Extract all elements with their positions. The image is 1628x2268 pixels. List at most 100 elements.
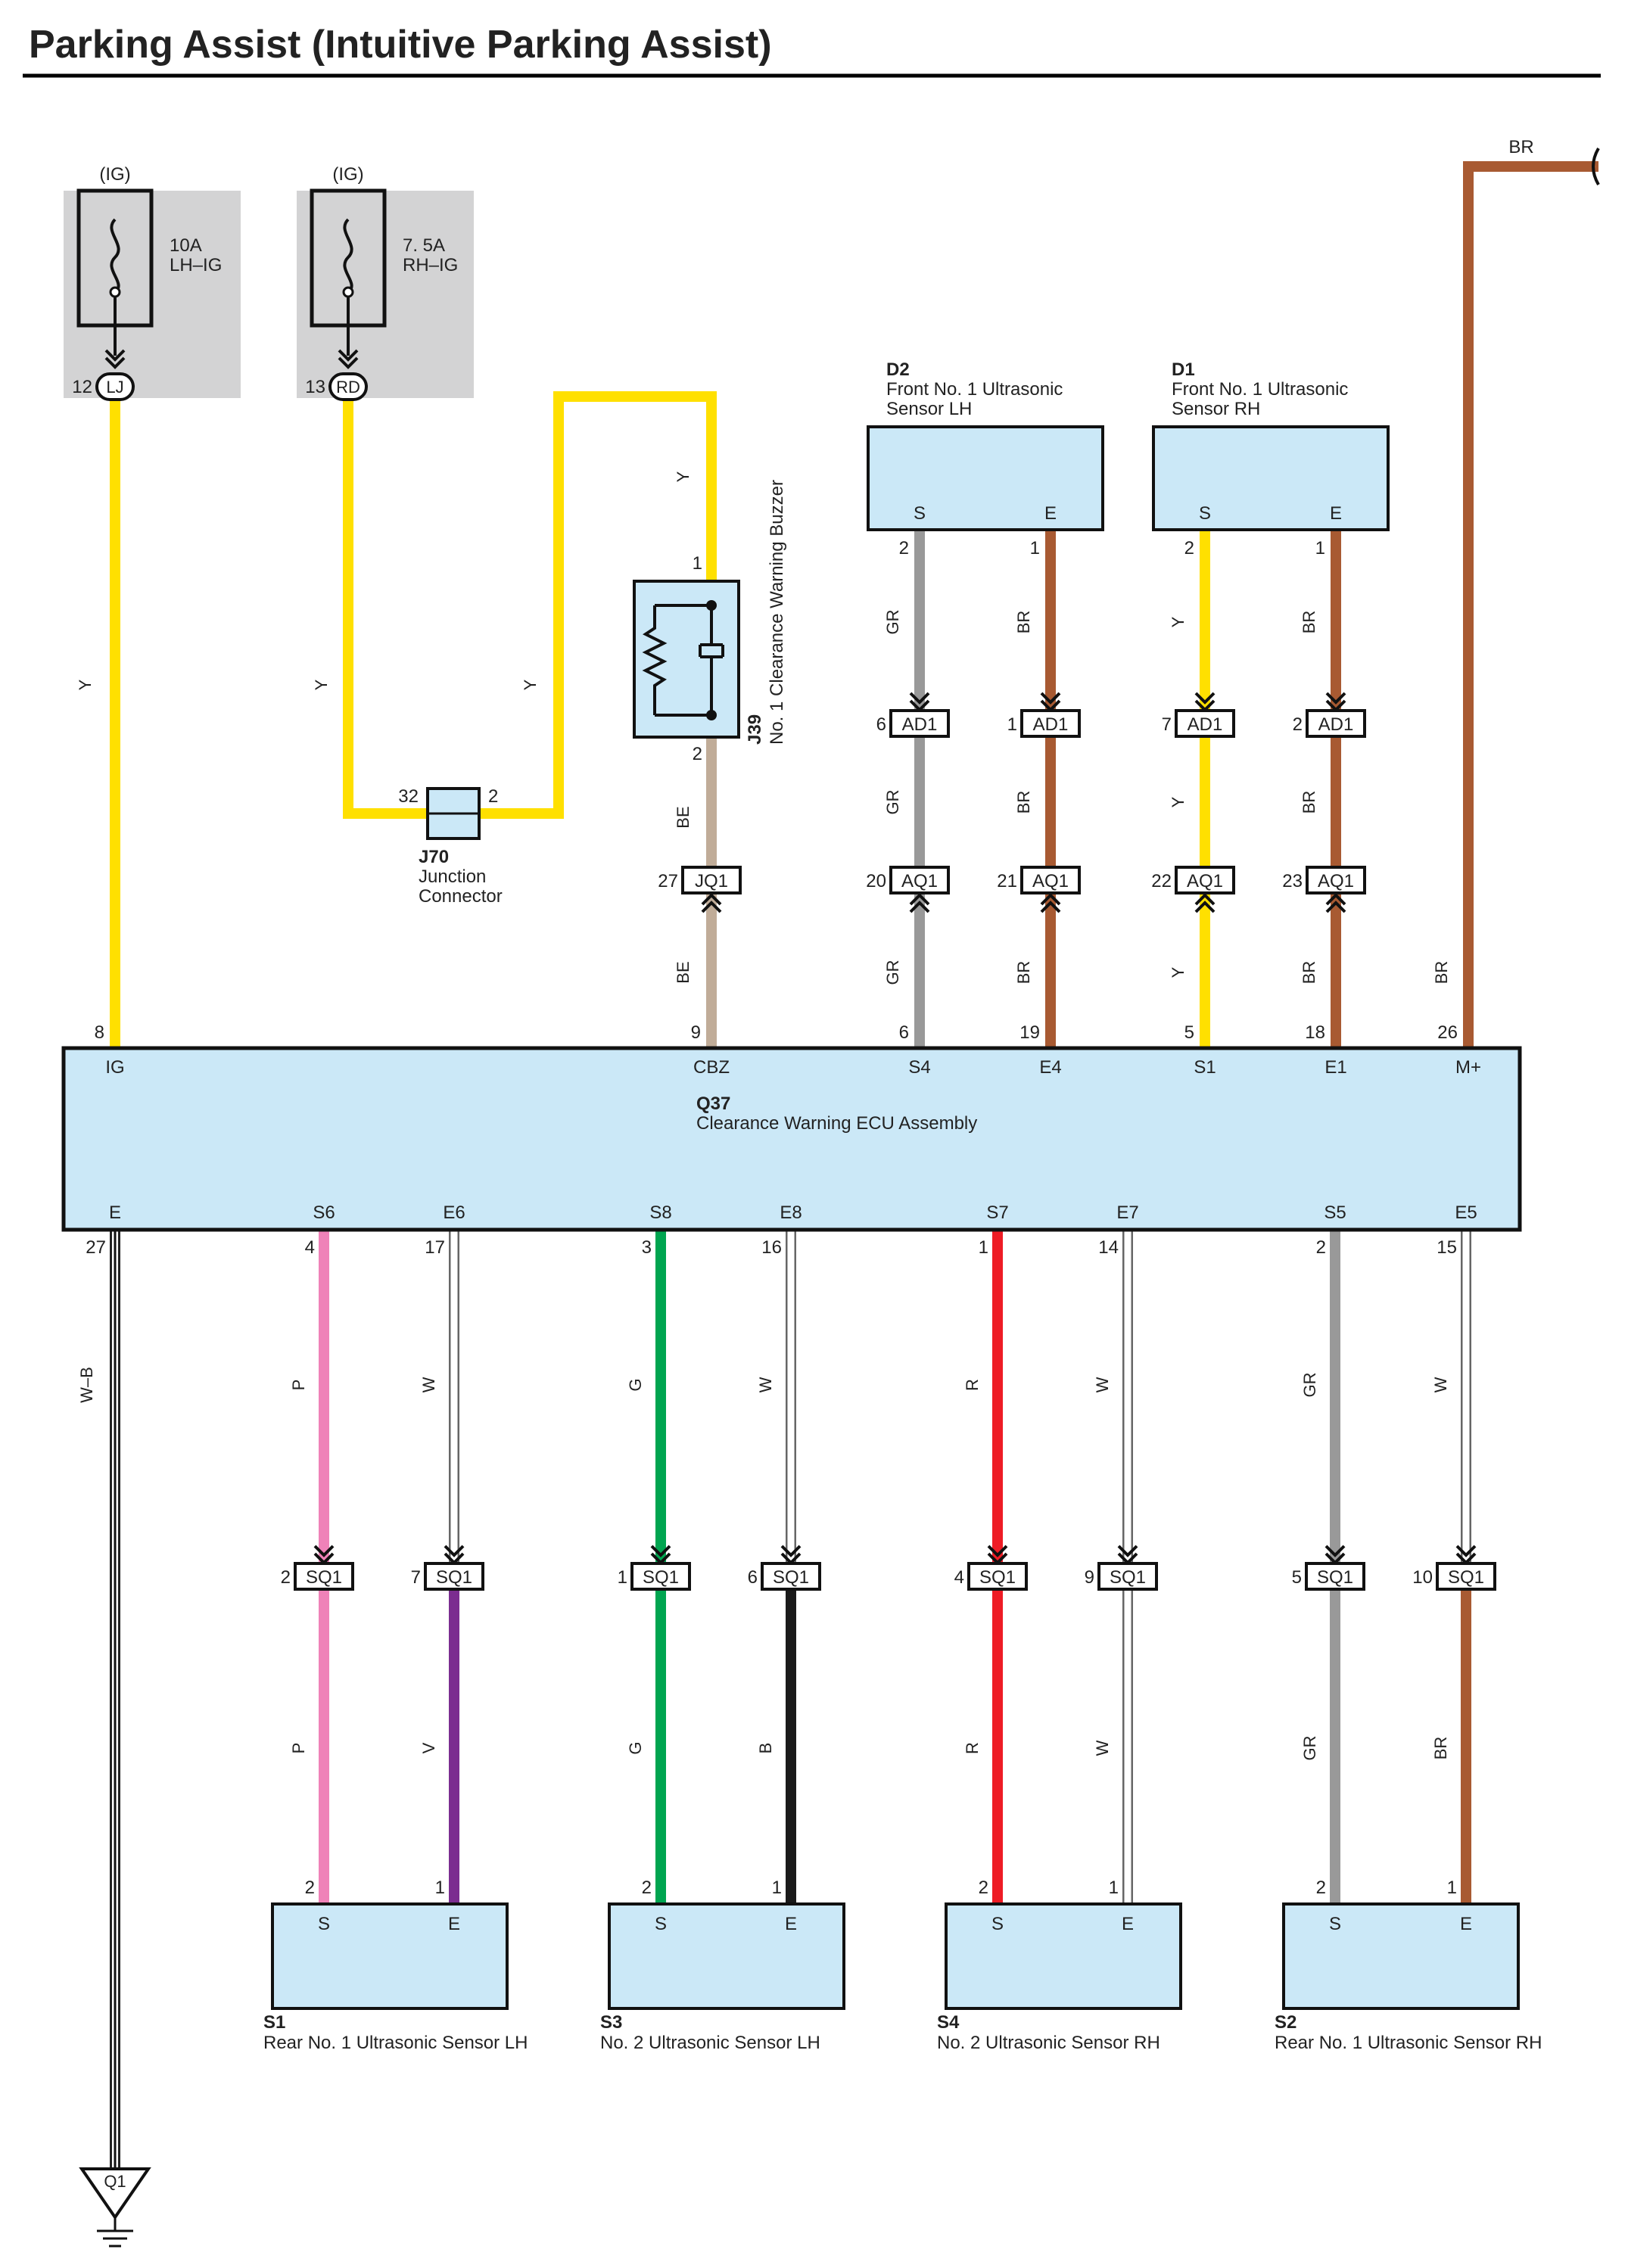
fuse-arrow	[338, 349, 359, 369]
rear-sensor-terminal: E	[1122, 1914, 1134, 1934]
chevron	[104, 356, 126, 369]
rear-sensor-pin: 2	[1316, 1878, 1326, 1898]
fuse-connector-oval	[328, 372, 368, 401]
junction-name-line2: Connector	[419, 886, 503, 907]
aq1-arrow	[1040, 893, 1061, 913]
connector-ad1-pin: 2	[1293, 714, 1303, 735]
ecu-terminal: S6	[313, 1202, 335, 1223]
connector-aq1-pin: 21	[997, 871, 1017, 891]
connector-aq1-box	[1020, 866, 1081, 894]
chevron	[987, 1545, 1008, 1557]
chevron	[1194, 893, 1216, 906]
fuse-pin: 12	[72, 377, 92, 397]
chevron	[909, 692, 930, 705]
aq1-arrow	[909, 893, 930, 913]
rear-sensor-pin: 2	[305, 1878, 315, 1898]
connector-sq1-box	[630, 1562, 691, 1591]
ecu-pin: 14	[1098, 1237, 1119, 1258]
connector-sq1-pin: 7	[411, 1567, 421, 1588]
wire-color-label: BR	[1014, 961, 1033, 985]
wire-color-label: V	[419, 1742, 438, 1753]
connector-ad1-box	[1175, 709, 1235, 738]
ground-id: Q1	[104, 2172, 126, 2191]
connector-sq1-pin: 6	[748, 1567, 758, 1588]
connector-aq1-pin: 23	[1282, 871, 1303, 891]
rear-sensor-terminal: S	[318, 1914, 330, 1934]
connector-ad1-pin: 6	[876, 714, 886, 735]
fuse-rating: 10A	[170, 235, 202, 256]
fuse-name: RH–IG	[403, 255, 458, 275]
connector-sq1-box	[1436, 1562, 1496, 1591]
wire-color-label: W	[1093, 1377, 1112, 1392]
chevron	[1325, 692, 1346, 705]
front-sensor-terminal: S	[914, 503, 926, 524]
connector-sq1-box	[967, 1562, 1028, 1591]
wire-mplus	[1463, 161, 1598, 1047]
junction-name-line1: Junction	[419, 866, 486, 887]
buzzer-id: J39	[745, 714, 765, 745]
ecu-terminal: E8	[780, 1202, 802, 1223]
rear-sensor-terminal: S	[1329, 1914, 1341, 1934]
rear-sensor-name: No. 2 Ultrasonic Sensor LH	[600, 2033, 820, 2053]
rear-sensor-id: S3	[600, 2012, 622, 2033]
connector-sq1-pin: 9	[1085, 1567, 1094, 1588]
fuse-arrow	[104, 349, 126, 369]
connector-ad1-label: AD1	[902, 714, 938, 735]
connector-sq1-label: SQ1	[773, 1567, 809, 1588]
rear-sensor-terminal: E	[785, 1914, 797, 1934]
buzzer-node	[706, 710, 717, 720]
wire-color-label: B	[756, 1743, 775, 1754]
wire-ground-label: W–B	[77, 1367, 96, 1403]
junction-pin-left: 32	[398, 786, 419, 807]
chevron	[313, 1545, 335, 1557]
wire-label-ig: Y	[76, 679, 95, 690]
rear-sensor-pin: 1	[772, 1878, 782, 1898]
ecu-pin: 2	[1316, 1237, 1326, 1258]
connector-aq1-box	[1306, 866, 1366, 894]
page-title: Parking Assist (Intuitive Parking Assist…	[29, 23, 772, 67]
connector-aq1-box	[889, 866, 950, 894]
front-sensor-pin: 2	[1184, 538, 1194, 558]
ecu-terminal: S1	[1194, 1057, 1216, 1078]
chevron	[701, 901, 722, 913]
wire-color-label: GR	[883, 610, 902, 635]
rear-sensor-box	[945, 1902, 1182, 2010]
ground-triangle	[79, 2167, 151, 2220]
rear-sensor-terminal: E	[1460, 1914, 1472, 1934]
buzzer-pin-top: 1	[693, 553, 702, 574]
chevron	[1194, 901, 1216, 913]
chevron	[780, 1545, 802, 1557]
connector-ad1-box	[1020, 709, 1081, 738]
ecu-pin: 4	[305, 1237, 315, 1258]
front-sensor-pin: 1	[1030, 538, 1040, 558]
ecu-pin: 26	[1437, 1022, 1458, 1043]
ecu-pin: 27	[86, 1237, 106, 1258]
chevron	[1117, 1545, 1138, 1557]
fuse-element-icon	[110, 218, 120, 294]
rear-sensor-pin: 2	[642, 1878, 652, 1898]
fuse-name: LH–IG	[170, 255, 222, 275]
wire-color-label: P	[289, 1743, 308, 1754]
wire-color-label: BR	[1431, 1737, 1450, 1760]
parts-layer	[61, 147, 1600, 2248]
ecu-box	[61, 1046, 1522, 1232]
chevron	[1325, 1545, 1346, 1557]
ecu-terminal: E4	[1039, 1057, 1061, 1078]
chevron	[701, 893, 722, 906]
chevron	[338, 349, 359, 362]
fuse-rating: 7. 5A	[403, 235, 445, 256]
ecu-pin: 17	[425, 1237, 445, 1258]
buzzer-box	[633, 580, 740, 739]
connector-sq1-box	[1097, 1562, 1158, 1591]
fuse-terminal	[342, 286, 354, 298]
wire-color-label: W	[1093, 1740, 1112, 1756]
connector-jq1-pin: 27	[658, 871, 678, 891]
wire-color-label: GR	[883, 960, 902, 985]
connector-aq1-pin: 22	[1151, 871, 1172, 891]
wire-mplus-label: BR	[1508, 137, 1533, 157]
connector-ad1-label: AD1	[1188, 714, 1223, 735]
front-sensor-name: Front No. 1 Ultrasonic	[1172, 379, 1348, 400]
rear-sensor-name: Rear No. 1 Ultrasonic Sensor RH	[1275, 2033, 1542, 2053]
ecu-terminal: M+	[1455, 1057, 1481, 1078]
